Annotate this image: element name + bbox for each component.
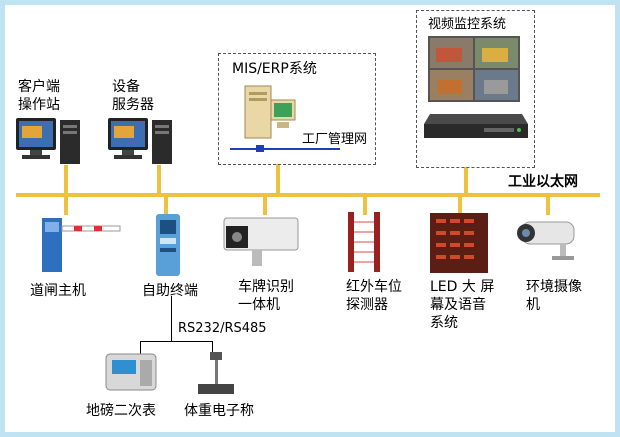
body-scale-icon (198, 352, 234, 394)
server-computer-icon (108, 118, 172, 164)
led-label: LED 大 屏 幕及语音 系统 (430, 279, 495, 331)
factory-net-node (256, 145, 264, 152)
pole-camera (546, 195, 550, 215)
weighbridge-meter-label: 地磅二次表 (86, 403, 156, 419)
pole-server (157, 165, 161, 195)
pole-ir (363, 195, 367, 215)
rs-line-left (140, 341, 141, 355)
video-label: 视频监控系统 (428, 17, 507, 32)
kiosk-label: 自助终端 (142, 283, 198, 299)
body-scale-label: 体重电子称 (184, 403, 254, 419)
pole-kiosk (164, 195, 168, 215)
rs-line-right (212, 341, 213, 355)
mis-erp-label: MIS/ERP系统 (232, 61, 317, 77)
pole-led (458, 195, 462, 215)
ethernet-bus (16, 193, 600, 197)
rs-line-h (140, 341, 212, 342)
video-monitor-icon (428, 36, 520, 102)
factory-net-label: 工厂管理网 (302, 132, 368, 147)
rs-label: RS232/RS485 (178, 321, 267, 336)
ir-detector-icon (348, 212, 380, 272)
pole-client (64, 165, 68, 195)
camera-label: 环境摄像 机 (526, 279, 582, 313)
dvr-icon (424, 114, 528, 138)
pole-gate (64, 195, 68, 215)
video-box (416, 10, 535, 168)
ir-label: 红外车位 探测器 (346, 279, 402, 313)
led-screen-icon (430, 213, 488, 273)
pole-mis (276, 164, 280, 195)
mis-erp-box (218, 53, 376, 165)
plate-camera-icon (223, 217, 299, 266)
kiosk-icon (156, 214, 180, 276)
factory-net-line (230, 148, 340, 150)
gate-label: 道闸主机 (30, 283, 86, 299)
client-computer-icon (16, 118, 80, 164)
ethernet-label: 工业以太网 (508, 174, 578, 190)
client-label: 客户端 操作站 (18, 79, 60, 113)
server-label: 设备 服务器 (112, 79, 154, 113)
erp-server-icon (244, 85, 296, 139)
barrier-gate-icon (42, 218, 121, 272)
environment-camera-icon (517, 221, 575, 260)
pole-plate (263, 195, 267, 215)
pole-video (464, 167, 468, 195)
plate-label: 车牌识别 一体机 (238, 279, 294, 313)
weighbridge-meter-icon (105, 353, 157, 391)
rs-line-v (171, 296, 172, 342)
